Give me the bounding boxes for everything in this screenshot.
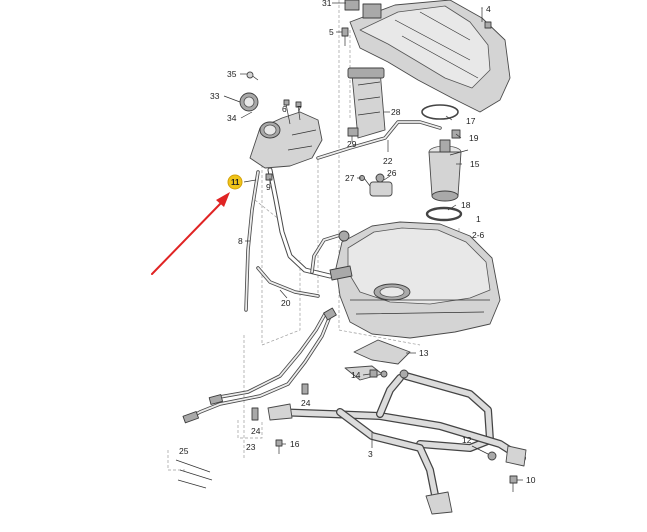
subframe bbox=[267, 365, 527, 515]
tank-strap bbox=[353, 339, 411, 365]
fuel-tank bbox=[329, 221, 501, 339]
callout-29: 29 bbox=[347, 139, 357, 149]
callout-4: 4 bbox=[486, 4, 491, 14]
callout-27: 27 bbox=[345, 173, 355, 183]
leader-lines bbox=[223, 2, 523, 481]
callout-24-lower: 24 bbox=[251, 426, 261, 436]
bolt-5 bbox=[341, 27, 349, 46]
callout-labels: 31 4 5 35 33 34 6 7 28 17 19 29 22 15 9 … bbox=[179, 0, 536, 485]
highlight-badge bbox=[227, 174, 243, 190]
callout-24-upper: 24 bbox=[301, 398, 311, 408]
callout-9: 9 bbox=[266, 182, 271, 192]
bolt-16 bbox=[275, 439, 283, 454]
callout-16: 16 bbox=[290, 439, 300, 449]
vent-line bbox=[316, 120, 442, 160]
callout-6: 6 bbox=[282, 104, 287, 114]
red-pointer-arrow bbox=[151, 202, 222, 275]
callout-3: 3 bbox=[368, 449, 373, 459]
heat-shield bbox=[344, 0, 511, 113]
bolt-9 bbox=[265, 173, 273, 181]
highlight-part-11: 11 bbox=[151, 174, 243, 275]
callout-8: 8 bbox=[238, 236, 243, 246]
callout-13: 13 bbox=[419, 348, 429, 358]
fuel-pump-sender bbox=[428, 139, 469, 202]
callout-15: 15 bbox=[470, 159, 480, 169]
bolt-12 bbox=[487, 451, 497, 461]
callout-19: 19 bbox=[469, 133, 479, 143]
red-arrowhead bbox=[216, 192, 230, 207]
callout-28: 28 bbox=[391, 107, 401, 117]
callout-7: 7 bbox=[297, 104, 302, 114]
callout-14: 14 bbox=[351, 370, 361, 380]
callout-11: 11 bbox=[231, 178, 240, 187]
solenoid-valve bbox=[359, 173, 393, 197]
callout-17: 17 bbox=[466, 116, 476, 126]
callout-20: 20 bbox=[281, 298, 291, 308]
bolts bbox=[265, 21, 518, 492]
callout-25: 25 bbox=[179, 446, 189, 456]
callout-5: 5 bbox=[329, 27, 334, 37]
filler-pipe bbox=[244, 167, 333, 312]
clip-24 bbox=[301, 383, 309, 395]
filler-neck-assembly bbox=[239, 71, 323, 169]
callout-1: 1 bbox=[476, 214, 481, 224]
callout-2-6: 2-6 bbox=[472, 230, 485, 240]
bolt-4 bbox=[484, 21, 492, 29]
callout-26: 26 bbox=[387, 168, 397, 178]
callout-23: 23 bbox=[246, 442, 256, 452]
callout-22: 22 bbox=[383, 156, 393, 166]
callout-12: 12 bbox=[462, 435, 472, 445]
callout-31: 31 bbox=[322, 0, 332, 8]
bolt-10 bbox=[509, 475, 518, 492]
breather-line bbox=[256, 233, 342, 298]
callout-34: 34 bbox=[227, 113, 237, 123]
fuel-supply-line bbox=[175, 307, 337, 489]
charcoal-canister bbox=[347, 67, 386, 139]
callout-10: 10 bbox=[526, 475, 536, 485]
callout-35: 35 bbox=[227, 69, 237, 79]
bolt-14 bbox=[369, 369, 378, 378]
callout-33: 33 bbox=[210, 91, 220, 101]
callout-18: 18 bbox=[461, 200, 471, 210]
